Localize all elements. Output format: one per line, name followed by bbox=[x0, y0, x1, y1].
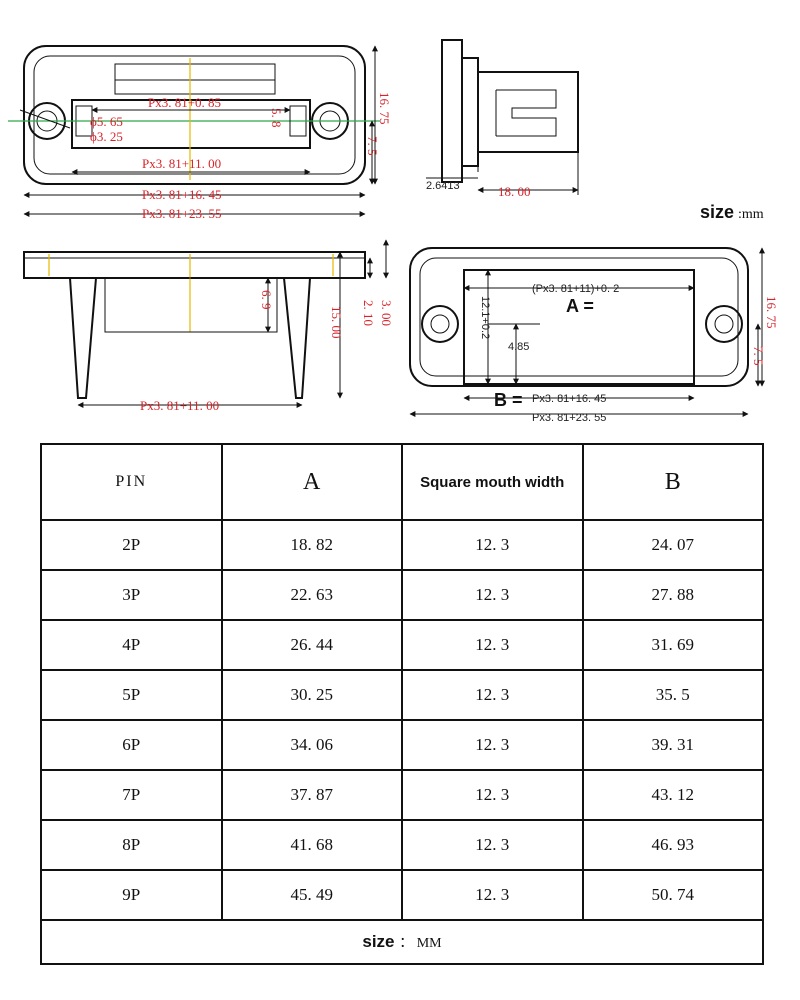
cell-pin: 6P bbox=[40, 719, 223, 771]
cell-b: 35. 5 bbox=[581, 669, 765, 721]
cell-b: 27. 88 bbox=[581, 569, 765, 621]
cell-b: 50. 74 bbox=[581, 869, 765, 921]
cell-width: 12. 3 bbox=[400, 619, 584, 671]
dim-back-75: 7. 5 bbox=[751, 346, 766, 366]
cell-b: 39. 31 bbox=[581, 719, 765, 771]
dim-p1645: Px3. 81+16. 45 bbox=[142, 187, 222, 202]
cell-pin: 2P bbox=[40, 519, 223, 571]
cell-a: 45. 49 bbox=[220, 869, 403, 921]
cell-pin: 7P bbox=[40, 769, 223, 821]
header-pin: PIN bbox=[40, 443, 223, 521]
dim-121: 12.1+0.2 bbox=[479, 296, 491, 339]
dim-d565: ϕ5. 65 bbox=[90, 114, 123, 129]
header-square-mouth-width: Square mouth width bbox=[400, 443, 584, 521]
dim-300: 3. 00 bbox=[379, 300, 394, 326]
dim-p081: Px3. 81+0. 85 bbox=[148, 95, 221, 110]
cell-width: 12. 3 bbox=[400, 819, 584, 871]
cell-a: 30. 25 bbox=[220, 669, 403, 721]
cell-width: 12. 3 bbox=[400, 869, 584, 921]
cell-pin: 8P bbox=[40, 819, 223, 871]
table-footer-row: size ： MM bbox=[40, 919, 764, 965]
cell-a: 37. 87 bbox=[220, 769, 403, 821]
label-a: A = bbox=[566, 296, 594, 316]
cell-width: 12. 3 bbox=[400, 769, 584, 821]
back-view: (Px3. 81+11)+0. 2 A = 12.1+0.2 4.85 B = … bbox=[409, 247, 779, 424]
table-header-row: PIN A Square mouth width B bbox=[40, 443, 765, 521]
technical-drawing: Px3. 81+0. 85 ϕ5. 65 ϕ3. 25 5. 8 Px3. 81… bbox=[8, 39, 779, 424]
cell-pin: 3P bbox=[40, 569, 223, 621]
cell-width: 12. 3 bbox=[400, 519, 584, 571]
cell-b: 46. 93 bbox=[581, 819, 765, 871]
header-b: B bbox=[581, 443, 765, 521]
cell-pin: 4P bbox=[40, 619, 223, 671]
dim-1500: 15. 00 bbox=[329, 306, 344, 339]
dim-210: 2. 10 bbox=[361, 300, 376, 326]
cell-a: 41. 68 bbox=[220, 819, 403, 871]
label-b: B = bbox=[494, 390, 523, 410]
top-view: Px3. 81+0. 85 ϕ5. 65 ϕ3. 25 5. 8 Px3. 81… bbox=[8, 45, 392, 221]
dim-p1100: Px3. 81+11. 00 bbox=[142, 156, 221, 171]
cell-b: 43. 12 bbox=[581, 769, 765, 821]
cell-a: 34. 06 bbox=[220, 719, 403, 771]
dim-p11-02: (Px3. 81+11)+0. 2 bbox=[532, 283, 619, 295]
cell-width: 12. 3 bbox=[400, 669, 584, 721]
cell-b: 31. 69 bbox=[581, 619, 765, 671]
cell-b: 24. 07 bbox=[581, 519, 765, 571]
dim-1675: 16. 75 bbox=[377, 92, 392, 125]
dim-26413: 2.6413 bbox=[426, 180, 460, 192]
dim-back-p1645: Px3. 81+16. 45 bbox=[532, 393, 606, 405]
dim-front-p1100: Px3. 81+11. 00 bbox=[140, 398, 219, 413]
cell-a: 18. 82 bbox=[220, 519, 403, 571]
front-view: 6. 9 15. 00 2. 10 3. 00 Px3. 81+11. 00 bbox=[23, 239, 394, 413]
footer-size-label: size bbox=[362, 932, 395, 951]
side-view: 2.6413 18. 00 bbox=[426, 39, 579, 199]
cell-width: 12. 3 bbox=[400, 719, 584, 771]
cell-width: 12. 3 bbox=[400, 569, 584, 621]
dim-1800: 18. 00 bbox=[498, 184, 531, 199]
header-a: A bbox=[220, 443, 403, 521]
dim-back-1675: 16. 75 bbox=[764, 296, 779, 329]
table-footer-size: size ： MM bbox=[40, 919, 764, 965]
cell-a: 22. 63 bbox=[220, 569, 403, 621]
dim-d325: ϕ3. 25 bbox=[90, 129, 123, 144]
cell-pin: 9P bbox=[40, 869, 223, 921]
dim-75: 7. 5 bbox=[365, 136, 380, 156]
dim-back-p2355: Px3. 81+23. 55 bbox=[532, 412, 606, 424]
size-label: size:mm bbox=[700, 202, 764, 222]
dim-485: 4.85 bbox=[508, 341, 529, 353]
cell-a: 26. 44 bbox=[220, 619, 403, 671]
dim-p2355: Px3. 81+23. 55 bbox=[142, 206, 222, 221]
footer-size-unit: ： MM bbox=[399, 936, 442, 951]
dim-69: 6. 9 bbox=[259, 290, 274, 310]
dim-58: 5. 8 bbox=[269, 108, 284, 128]
cell-pin: 5P bbox=[40, 669, 223, 721]
